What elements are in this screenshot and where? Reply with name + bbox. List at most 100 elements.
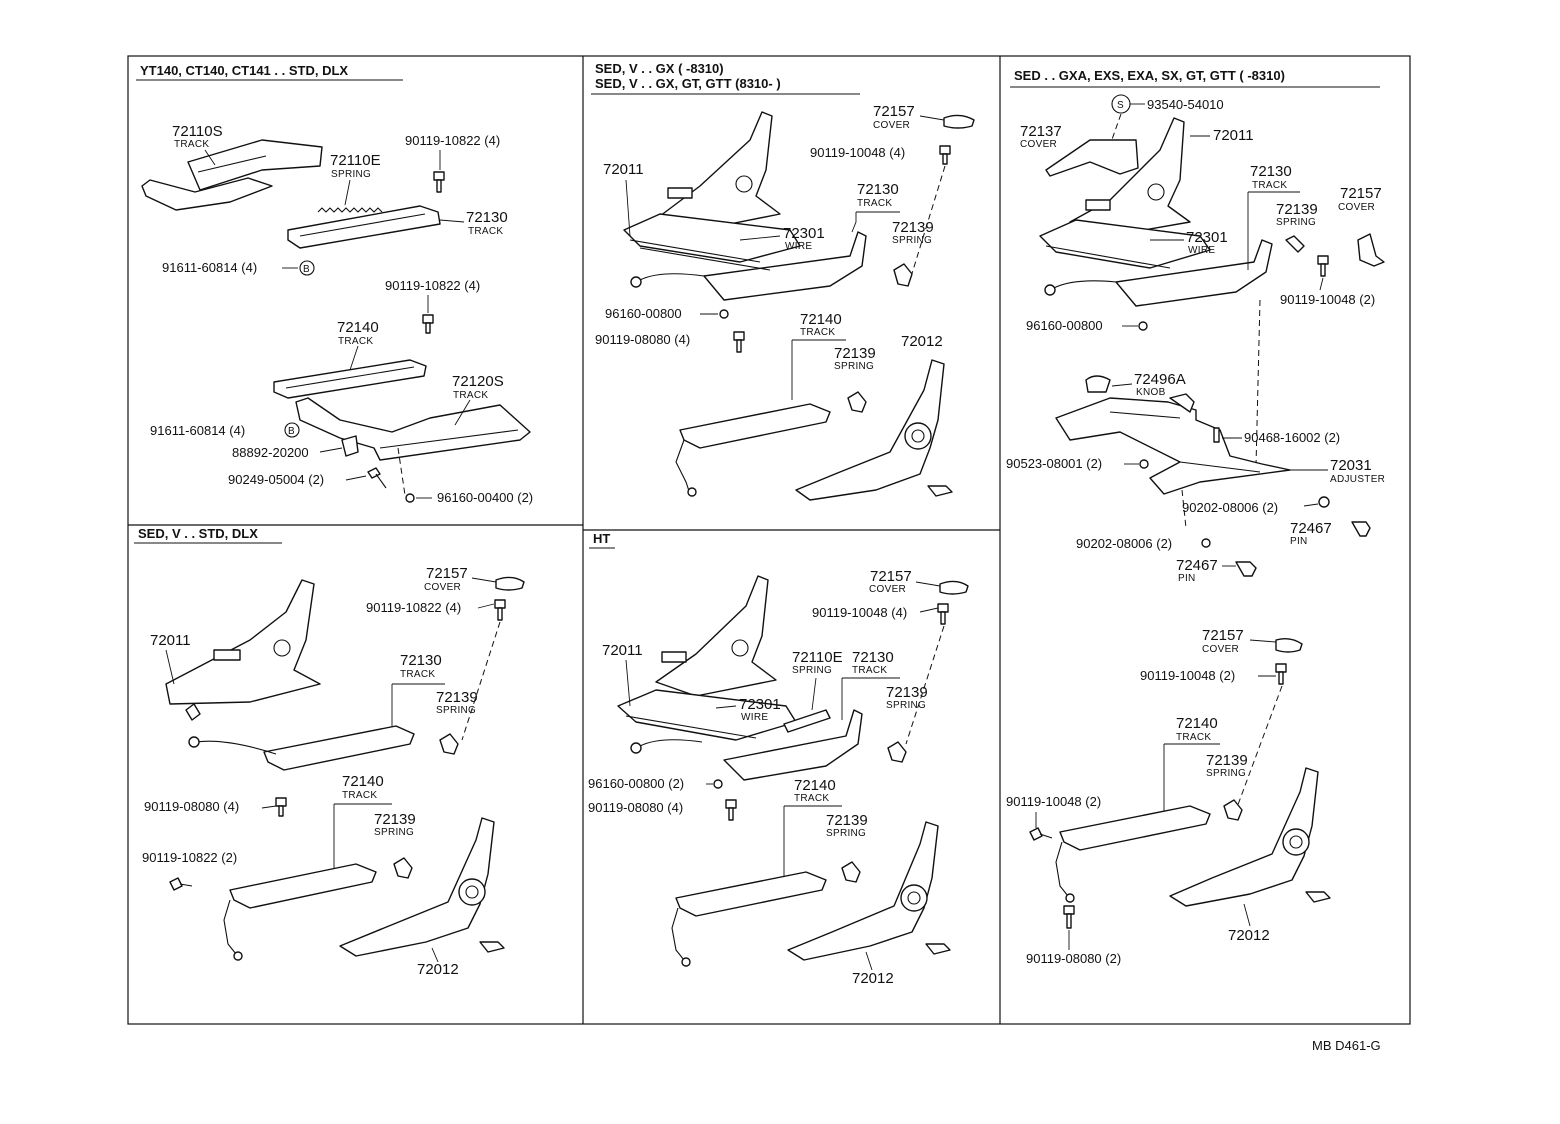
- part-number: 90119-10822 (2): [142, 850, 237, 865]
- part-name: SPRING: [1206, 768, 1246, 779]
- part-number: 90119-10048 (2): [1280, 292, 1375, 307]
- spring-illustration: [893, 263, 913, 287]
- part-name: COVER: [1338, 202, 1375, 213]
- badge-letter: B: [303, 264, 310, 275]
- part-number: 96160-00800 (2): [588, 776, 684, 791]
- part-number: 72110S: [172, 123, 223, 140]
- seat-hinge-illustration: [795, 359, 953, 501]
- part-number: 72130: [400, 652, 442, 669]
- adjuster-illustration: [1055, 393, 1291, 495]
- washer-illustration: [1318, 496, 1330, 508]
- knob-illustration: [1085, 375, 1111, 393]
- part-number: 72139: [834, 345, 876, 362]
- part-number: 90468-16002 (2): [1244, 430, 1340, 445]
- part-number: 72130: [466, 209, 508, 226]
- drawing-code: MB D461-G: [1312, 1038, 1381, 1053]
- part-number: 72140: [800, 311, 842, 328]
- seat-adjuster-illustration: [617, 575, 863, 781]
- part-name: TRACK: [342, 790, 377, 801]
- part-number: 90119-10822 (4): [366, 600, 461, 615]
- part-number: 72130: [1250, 163, 1292, 180]
- pin-illustration: [1351, 521, 1371, 537]
- part-number: 93540-54010: [1147, 97, 1224, 112]
- part-number: 91611-60814 (4): [150, 423, 245, 438]
- bolt-illustration: [494, 599, 506, 621]
- bolt-illustration: [1213, 427, 1220, 443]
- part-name: WIRE: [741, 712, 768, 723]
- panel-header: SED, V . . STD, DLX: [138, 526, 258, 541]
- part-name: TRACK: [400, 669, 435, 680]
- part-name: WIRE: [785, 241, 812, 252]
- spring-illustration: [1285, 235, 1305, 253]
- part-number: 72139: [1276, 201, 1318, 218]
- part-number: 72467: [1176, 557, 1218, 574]
- part-number: 72139: [892, 219, 934, 236]
- washer-illustration: [1201, 538, 1211, 548]
- bolt-illustration: [422, 314, 434, 334]
- part-number: 90119-10048 (2): [1140, 668, 1235, 683]
- part-name: SPRING: [436, 705, 476, 716]
- part-number: 72301: [739, 696, 781, 713]
- part-number: 72157: [873, 103, 915, 120]
- part-number: 72140: [342, 773, 384, 790]
- spring-illustration: [847, 391, 867, 413]
- part-name: TRACK: [338, 336, 373, 347]
- part-name: TRACK: [174, 139, 209, 150]
- part-number: 72110E: [792, 649, 843, 666]
- part-name: COVER: [1020, 139, 1057, 150]
- bolt-illustration: [1029, 827, 1053, 841]
- part-name: TRACK: [1252, 180, 1287, 191]
- part-number: 72301: [1186, 229, 1228, 246]
- bolt-illustration: [367, 467, 387, 489]
- part-number: 90119-10048 (4): [810, 145, 905, 160]
- spring-illustration: [393, 857, 413, 879]
- track-illustration: [223, 863, 377, 961]
- part-number: 72011: [603, 161, 644, 178]
- bolt-illustration: [433, 171, 445, 193]
- seat-hinge-illustration: [1169, 767, 1331, 907]
- bolt-illustration: [733, 331, 745, 353]
- part-number: 72031: [1330, 457, 1372, 474]
- part-number: 72157: [870, 568, 912, 585]
- panel-header: HT: [593, 531, 610, 546]
- cover-illustration: [943, 114, 975, 129]
- part-name: KNOB: [1136, 387, 1166, 398]
- track-illustration: [295, 397, 531, 461]
- part-number: 90119-08080 (4): [595, 332, 690, 347]
- seat-hinge-illustration: [787, 821, 951, 961]
- part-number: 72139: [1206, 752, 1248, 769]
- part-number: 72110E: [330, 152, 381, 169]
- part-name: COVER: [873, 120, 910, 131]
- part-number: 72137: [1020, 123, 1062, 140]
- part-name: PIN: [1178, 573, 1196, 584]
- nut-illustration: [405, 493, 415, 503]
- bolt-illustration: [937, 603, 949, 625]
- part-number: 96160-00800: [1026, 318, 1103, 333]
- panel-header-line1: SED, V . . GX ( -8310): [595, 61, 724, 76]
- part-number: 72140: [337, 319, 379, 336]
- part-name: ADJUSTER: [1330, 474, 1385, 485]
- bolt-illustration: [275, 797, 287, 817]
- bolt-illustration: [1275, 663, 1287, 685]
- part-number: 72139: [374, 811, 416, 828]
- part-number: 90249-05004 (2): [228, 472, 324, 487]
- part-number: 90523-08001 (2): [1006, 456, 1102, 471]
- part-number: 90119-08080 (4): [144, 799, 239, 814]
- part-number: 90119-08080 (2): [1026, 951, 1121, 966]
- part-number: 88892-20200: [232, 445, 309, 460]
- b-badge-icon: [299, 260, 315, 276]
- part-number: 72012: [1228, 927, 1270, 944]
- part-name: SPRING: [886, 700, 926, 711]
- panel-ht: HT 72157 COVER 90119-10048 (4) 72011 721…: [588, 531, 969, 987]
- panel-header: SED . . GXA, EXS, EXA, SX, GT, GTT ( -83…: [1014, 68, 1285, 83]
- part-name: SPRING: [1276, 217, 1316, 228]
- part-name: SPRING: [892, 235, 932, 246]
- cover-illustration: [1045, 139, 1139, 177]
- part-number: 90119-08080 (4): [588, 800, 683, 815]
- part-number: 72012: [901, 333, 943, 350]
- part-name: TRACK: [468, 226, 503, 237]
- track-illustration: [675, 403, 831, 497]
- part-number: 72301: [783, 225, 825, 242]
- spring-illustration: [439, 733, 459, 755]
